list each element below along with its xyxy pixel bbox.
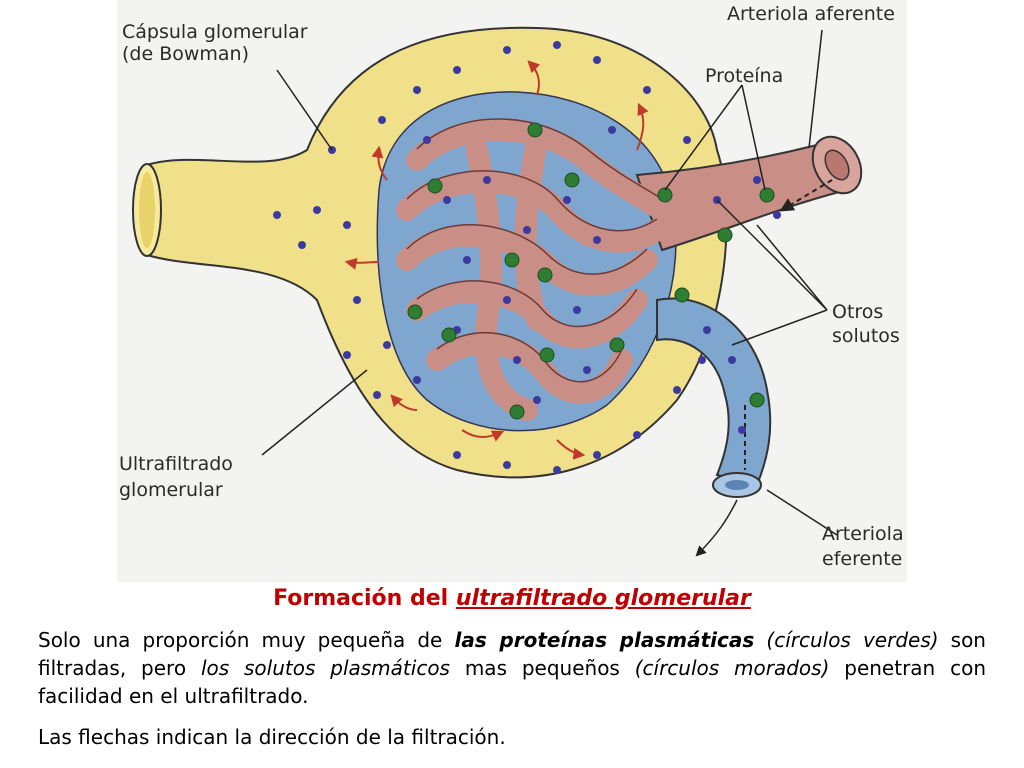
label-capsule-2: (de Bowman) bbox=[122, 43, 249, 65]
leader-lines bbox=[261, 29, 838, 557]
capillary-tuft-outline bbox=[406, 118, 663, 383]
para1-text-5: son filtradas, pero bbox=[38, 628, 986, 680]
label-capsule-1: Cápsula glomerular bbox=[122, 21, 308, 43]
afferent-arteriole bbox=[635, 135, 863, 252]
para1-text-9: penetran con facilidad en el ultrafiltra… bbox=[38, 656, 986, 708]
label-protein: Proteína bbox=[705, 65, 783, 87]
protein-dots bbox=[407, 122, 775, 420]
para1-text-3 bbox=[754, 628, 766, 652]
label-efferent-1: Arteriola bbox=[822, 523, 904, 545]
para1-text-1: Solo una proporción muy pequeña de bbox=[38, 628, 455, 652]
glomerulus-diagram: Cápsula glomerular (de Bowman) Arteriola… bbox=[117, 0, 907, 582]
description-paragraph: Solo una proporción muy pequeña de las p… bbox=[38, 626, 986, 710]
label-other-solutes-2: solutos bbox=[832, 325, 900, 347]
label-afferent: Arteriola aferente bbox=[727, 3, 895, 25]
para1-proteins: las proteínas plasmáticas bbox=[454, 628, 755, 652]
label-other-solutes-1: Otros bbox=[832, 301, 883, 323]
figure-caption: Formación del ultrafiltrado glomerular bbox=[0, 586, 1024, 611]
filtration-arrows bbox=[344, 60, 649, 460]
efferent-arteriole bbox=[656, 297, 772, 498]
para1-purple-note: (círculos morados) bbox=[634, 656, 830, 680]
para1-text-7: mas pequeños bbox=[449, 656, 635, 680]
para1-solutes: los solutos plasmáticos bbox=[200, 656, 450, 680]
caption-prefix: Formación del bbox=[273, 586, 456, 611]
label-efferent-2: eferente bbox=[822, 548, 902, 570]
label-ultrafiltrate-1: Ultrafiltrado bbox=[119, 453, 233, 475]
label-ultrafiltrate-2: glomerular bbox=[119, 479, 223, 501]
arrows-note: Las flechas indican la dirección de la f… bbox=[38, 725, 506, 749]
para1-green-note: (círculos verdes) bbox=[766, 628, 939, 652]
caption-emphasis: ultrafiltrado glomerular bbox=[455, 586, 751, 611]
